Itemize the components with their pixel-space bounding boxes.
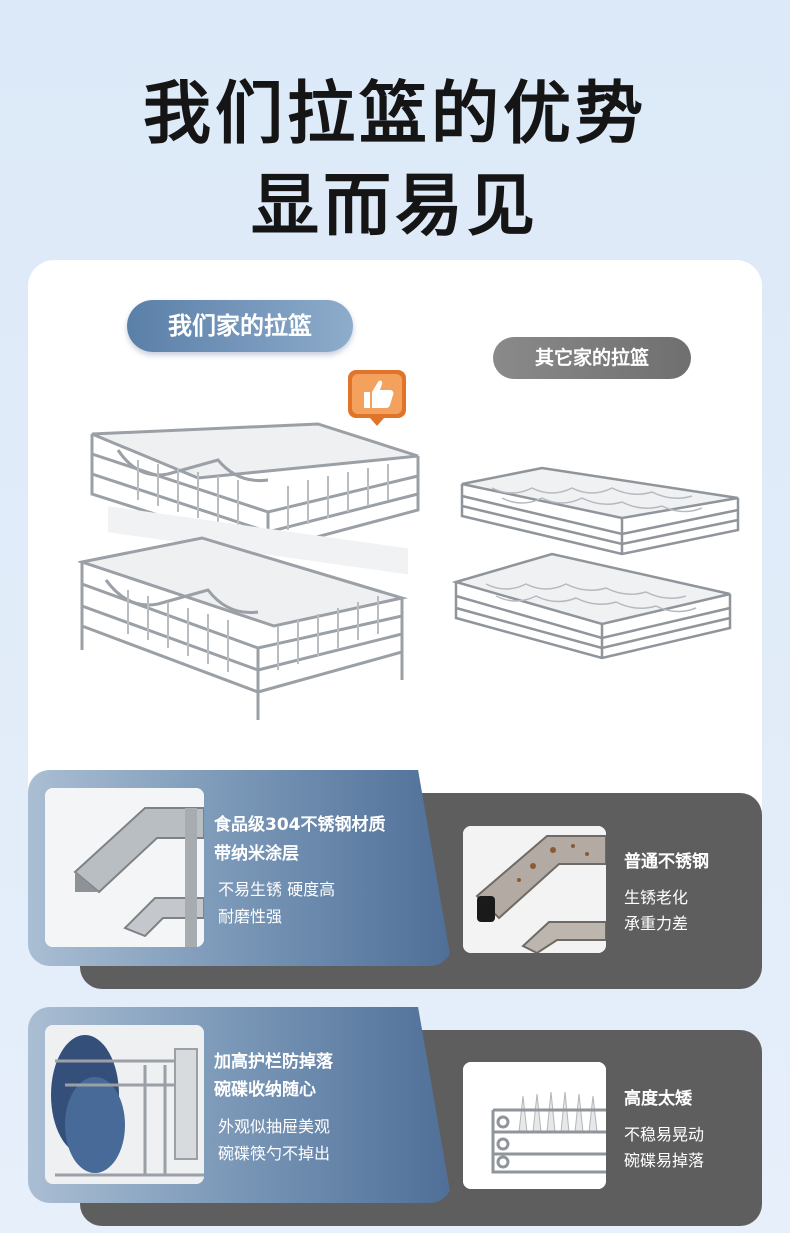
row2-ours-desc-1: 外观似抽屉美观 <box>218 1117 331 1136</box>
row2-theirs-title: 高度太矮 <box>624 1089 692 1109</box>
headline-line-1: 我们拉篮的优势 <box>142 75 647 154</box>
row1-theirs-photo <box>463 826 606 953</box>
row1-theirs-desc-2: 承重力差 <box>624 914 689 933</box>
row2-ours-title-1: 加高护栏防掉落 <box>214 1052 333 1072</box>
ours-label-pill: 我们家的拉篮 <box>127 300 353 352</box>
row2-theirs-desc-1: 不稳易晃动 <box>624 1125 705 1144</box>
our-basket-image <box>78 422 420 720</box>
row2-ours-desc-2: 碗碟筷勺不掉出 <box>218 1144 331 1163</box>
row1-ours-photo <box>45 788 204 947</box>
row2-theirs-photo <box>463 1062 606 1189</box>
row1-ours-desc-1: 不易生锈 硬度高 <box>218 880 336 899</box>
row2-ours-title-2: 碗碟收纳随心 <box>214 1080 316 1100</box>
row2-theirs-desc-2: 碗碟易掉落 <box>624 1151 705 1170</box>
row2-ours-photo <box>45 1025 204 1184</box>
other-basket-image <box>452 466 740 660</box>
thumbs-up-icon <box>348 370 406 426</box>
others-label-pill: 其它家的拉篮 <box>493 337 691 379</box>
row1-theirs-title: 普通不锈钢 <box>624 852 709 872</box>
row1-ours-title-2: 带纳米涂层 <box>214 844 299 864</box>
headline-line-2: 显而易见 <box>250 167 539 246</box>
row1-ours-desc-2: 耐磨性强 <box>218 907 283 926</box>
row1-ours-title-1: 食品级304不锈钢材质 <box>214 815 386 835</box>
row1-theirs-desc-1: 生锈老化 <box>624 888 689 907</box>
